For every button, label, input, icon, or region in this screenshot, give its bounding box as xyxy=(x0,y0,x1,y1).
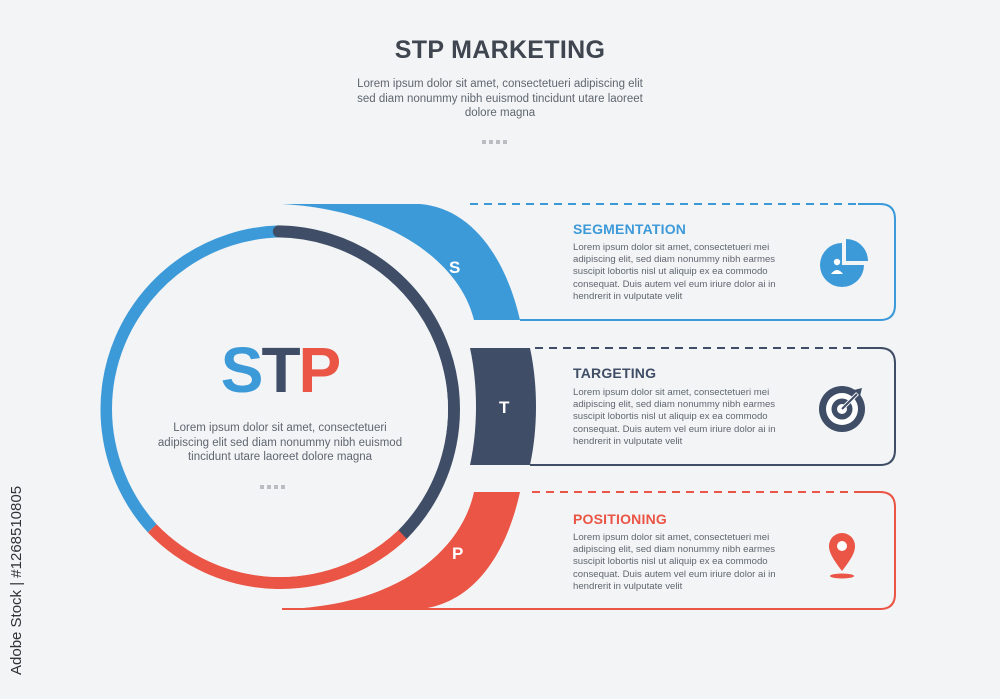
center-description: Lorem ipsum dolor sit amet, consectetuer… xyxy=(157,422,403,463)
ring-segment-dark xyxy=(272,225,460,541)
stp-letter-t: T xyxy=(261,334,300,406)
map-pin-icon xyxy=(829,533,855,579)
targeting-description: Lorem ipsum dolor sit amet, consectetuer… xyxy=(573,387,776,447)
targeting-box-outline xyxy=(530,347,896,466)
title-divider-dots xyxy=(482,131,510,144)
segmentation-description: Lorem ipsum dolor sit amet, consectetuer… xyxy=(573,242,776,302)
targeting-tab xyxy=(470,348,536,465)
segmentation-tab-letter: S xyxy=(449,258,461,277)
positioning-title: POSITIONING xyxy=(573,511,667,527)
positioning-box-outline xyxy=(282,491,896,610)
center-divider-dots xyxy=(260,476,288,489)
ring-segment-blue xyxy=(100,225,279,533)
stp-letter-p: P xyxy=(298,334,342,406)
targeting-title: TARGETING xyxy=(573,365,657,381)
stp-heading: STP xyxy=(160,335,400,405)
positioning-description: Lorem ipsum dolor sit amet, consectetuer… xyxy=(573,532,776,592)
positioning-tab-letter: P xyxy=(452,544,464,563)
segmentation-box-outline xyxy=(520,203,896,321)
page-title: STP MARKETING xyxy=(394,36,606,64)
segmentation-title: SEGMENTATION xyxy=(573,221,687,237)
segmentation-tab xyxy=(282,204,520,320)
ring-segment-red xyxy=(147,524,407,589)
page-subtitle: Lorem ipsum dolor sit amet, consectetuer… xyxy=(357,78,643,119)
target-arrow-icon xyxy=(819,386,865,432)
targeting-tab-letter: T xyxy=(499,398,510,417)
stock-watermark: Adobe Stock | #1268510805 xyxy=(8,485,25,675)
positioning-tab xyxy=(282,492,520,609)
ring-inner-circle xyxy=(112,241,448,577)
pie-chart-user-icon xyxy=(820,239,868,287)
stp-letter-s: S xyxy=(220,334,264,406)
